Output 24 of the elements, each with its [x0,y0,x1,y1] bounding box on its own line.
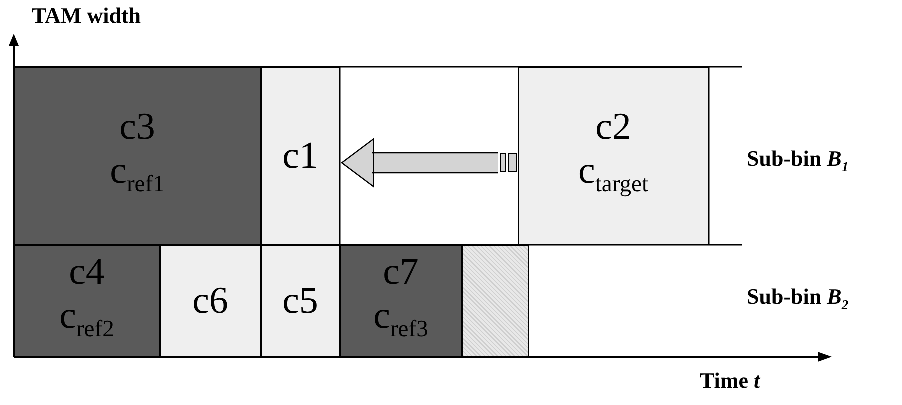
core-label: c4 [69,250,105,294]
core-label: c3 [120,105,156,150]
core-label: c2 [596,105,632,150]
core-test-box [340,245,462,357]
bin-label: Sub-bin B$_{1}$ [747,146,849,176]
idle-slot-box [462,245,529,357]
core-role-label: c$_{ref2}$ [60,294,114,345]
core-test-box [160,245,261,357]
core-role-label: c$_{ref1}$ [110,149,165,200]
core-label: c6 [192,279,228,323]
axis-title: Time t [700,368,760,394]
bin-label: Sub-bin B$_{2}$ [747,284,849,314]
core-label: c1 [282,134,318,178]
core-role-label: c$_{ref3}$ [374,294,428,345]
core-test-box [518,67,709,245]
core-test-box [14,67,261,245]
core-label: c7 [383,250,419,294]
core-label: c5 [282,279,318,323]
axis-title: TAM width [32,3,141,29]
core-test-box [14,245,160,357]
move-arrow [341,138,518,188]
core-test-box [261,245,340,357]
core-role-label: c$_{target}$ [578,149,649,200]
core-test-box [261,67,340,245]
